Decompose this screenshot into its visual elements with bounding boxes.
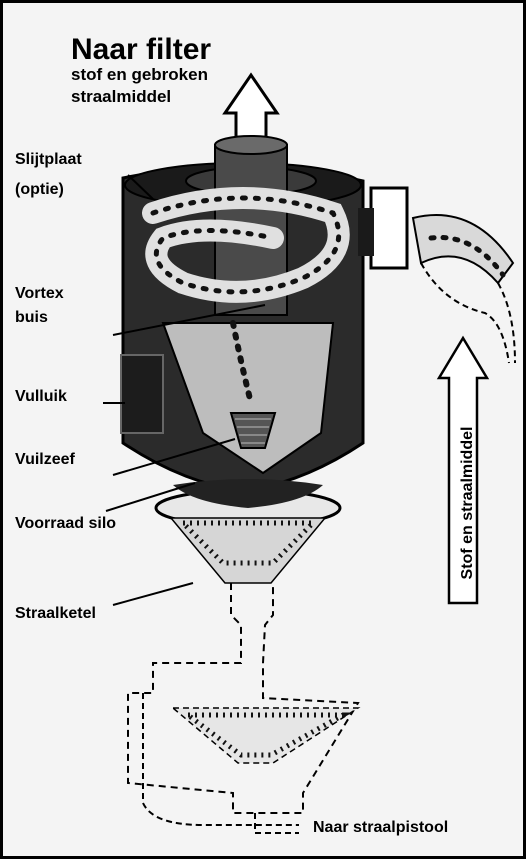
separator-illustration [3, 3, 523, 856]
label-storage-silo: Voorraad silo [15, 515, 116, 533]
label-blast-pot: Straalketel [15, 605, 96, 623]
label-dirt-sieve: Vuilzeef [15, 451, 75, 469]
label-inlet: Stof en straalmiddel [455, 403, 481, 603]
silo-hopper [171, 518, 325, 583]
output-hose [255, 813, 299, 833]
inlet-flange [371, 188, 407, 268]
label-to-blast-gun: Naar straalpistool [313, 819, 448, 837]
inlet-hose-lower2 [498, 283, 515, 363]
fill-hatch-door [121, 355, 163, 433]
inlet-duct [358, 208, 374, 256]
label-vortex-line2: buis [15, 309, 48, 327]
blast-pot-outline [128, 583, 358, 813]
vortex-tube-top [215, 136, 287, 154]
title: Naar filter [71, 33, 211, 68]
outlet-arrow [225, 75, 277, 143]
label-option: (optie) [15, 181, 64, 199]
leader-blast-pot [113, 583, 193, 605]
label-fill-hatch: Vulluik [15, 388, 67, 406]
label-wear-plate: Slijtplaat [15, 151, 82, 169]
label-vortex-line1: Vortex [15, 285, 64, 303]
subtitle-line2: straalmiddel [71, 87, 171, 107]
subtitle-line1: stof en gebroken [71, 65, 208, 85]
